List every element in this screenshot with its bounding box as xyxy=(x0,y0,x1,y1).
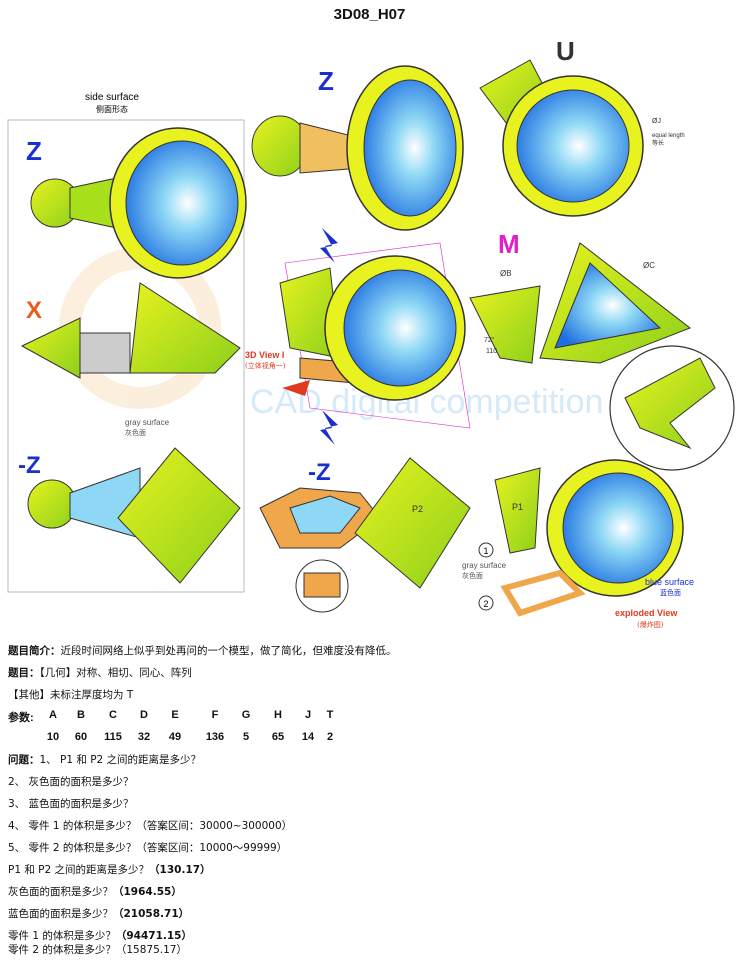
param-value-a: 10 xyxy=(46,731,60,743)
gray-surface-cn-left: 灰色面 xyxy=(125,428,146,437)
view-3d: 3D View I (立体视角一) xyxy=(245,228,471,445)
question-5: 5、 零件 2 的体积是多少？（答案区间：10000～99999） xyxy=(8,842,288,854)
view-z-left: Z xyxy=(26,127,247,279)
intro-line: 题目简介：近段时间网络上似乎到处再问的一个模型，做了简化，但难度没有降低。 xyxy=(8,640,733,662)
answer-4-question: 零件 1 的体积是多少？ xyxy=(8,930,116,942)
answer-1-value: （130.17） xyxy=(149,864,211,876)
view-u: U ØJ equal length 等长 xyxy=(479,36,685,217)
question-3: 3、 蓝色面的面积是多少？ xyxy=(8,798,134,810)
answer-3-question: 蓝色面的面积是多少？ xyxy=(8,908,113,920)
answer-1: P1 和 P2 之间的距离是多少？（130.17） xyxy=(8,859,733,881)
question-4: 4、 零件 1 的体积是多少？（答案区间：30000~300000） xyxy=(8,820,293,832)
dim-110: 110 xyxy=(486,348,497,355)
answer-2-question: 灰色面的面积是多少？ xyxy=(8,886,113,898)
param-name-g: G xyxy=(241,709,251,721)
view-z-mid: Z xyxy=(251,65,464,231)
answer-4: 零件 1 的体积是多少？（94471.15） xyxy=(8,925,733,947)
view3d-cn: (立体视角一) xyxy=(245,361,286,370)
dim-b: ØB xyxy=(500,269,512,278)
answer-2-value: （1964.55） xyxy=(113,886,182,898)
part1-label: 1 xyxy=(483,546,488,556)
param-value-e: 49 xyxy=(168,731,182,743)
answer-3: 蓝色面的面积是多少？（21058.71） xyxy=(8,903,733,925)
view-label-x: X xyxy=(26,297,42,324)
view-minus-z-mid: -Z P2 xyxy=(259,457,471,613)
param-value-d: 32 xyxy=(137,731,151,743)
topic-text: 【几何】对称、相切、同心、阵列 xyxy=(39,667,192,679)
topic-line: 题目：【几何】对称、相切、同心、阵列 xyxy=(8,662,733,684)
param-name-j: J xyxy=(304,709,312,721)
question-1-text: 1、 P1 和 P2 之间的距离是多少？ xyxy=(39,754,202,766)
view-label-minus-z2: -Z xyxy=(308,459,331,486)
gray-surface-label: gray surface xyxy=(462,561,507,570)
param-name-e: E xyxy=(171,709,179,721)
model-figure: CAD digital competition side surface 侧面形… xyxy=(7,36,735,629)
view-m: M ØB ØC 72° 110 A xyxy=(469,229,735,471)
answer-5: 零件 2 的体积是多少？（15875.17） xyxy=(8,939,733,961)
param-name-t: T xyxy=(326,709,334,721)
view-label-minus-z: -Z xyxy=(18,452,41,479)
view-label-u: U xyxy=(556,36,575,66)
exploded-label: exploded View xyxy=(615,608,678,618)
exploded-cn: (爆炸图) xyxy=(637,620,664,629)
param-name-h: H xyxy=(274,709,282,721)
view-label-z: Z xyxy=(26,136,42,166)
part2-label: 2 xyxy=(483,599,488,609)
param-name-f: F xyxy=(211,709,219,721)
view-minus-z-left: -Z xyxy=(18,447,241,584)
answer-5-question: 零件 2 的体积是多少？ xyxy=(8,944,116,956)
param-value-b: 60 xyxy=(74,731,88,743)
param-name-b: B xyxy=(77,709,85,721)
blue-surface-cn: 蓝色面 xyxy=(660,588,681,597)
intro-text: 近段时间网络上似乎到处再问的一个模型，做了简化，但难度没有降低。 xyxy=(60,645,397,657)
param-value-j: 14 xyxy=(301,731,315,743)
p2-label: P2 xyxy=(412,504,423,514)
answer-3-value: （21058.71） xyxy=(113,908,190,920)
param-name-c: C xyxy=(109,709,117,721)
param-value-f: 136 xyxy=(205,731,225,743)
param-value-h: 65 xyxy=(271,731,285,743)
answer-1-question: P1 和 P2 之间的距离是多少？ xyxy=(8,864,150,876)
view-label-m: M xyxy=(498,229,520,259)
question-1: 问题：1、 P1 和 P2 之间的距离是多少？ xyxy=(8,749,733,771)
topic-label: 题目： xyxy=(8,667,40,679)
equal-length-cn: 等长 xyxy=(652,139,664,147)
other-line: 【其他】未标注厚度均为 T xyxy=(8,689,134,701)
equal-length-label: equal length xyxy=(652,133,685,139)
answer-4-value: （94471.15） xyxy=(115,930,192,942)
params-label: 参数: xyxy=(8,712,34,724)
side-surface-label: side surface xyxy=(85,92,139,103)
view3d-label: 3D View I xyxy=(245,350,284,360)
exploded-view: P1 1 2 gray surface 灰色面 blue surface 蓝色面… xyxy=(462,459,694,629)
param-value-t: 2 xyxy=(326,731,334,743)
view-label-z2: Z xyxy=(318,66,334,96)
page-title: 3D08_H07 xyxy=(333,6,406,23)
param-name-d: D xyxy=(140,709,148,721)
view-x: X gray surface 灰色面 xyxy=(20,282,241,437)
p1-label: P1 xyxy=(512,502,523,512)
answer-2: 灰色面的面积是多少？（1964.55） xyxy=(8,881,733,903)
questions-label: 问题： xyxy=(8,754,40,766)
intro-label: 题目简介： xyxy=(8,645,61,657)
question-2: 2、 灰色面的面积是多少？ xyxy=(8,776,134,788)
param-value-g: 5 xyxy=(242,731,250,743)
side-surface-frame xyxy=(7,119,245,593)
side-surface-cn: 侧面形态 xyxy=(96,104,128,114)
answer-5-value: （15875.17） xyxy=(115,944,187,956)
gray-surface-cn: 灰色面 xyxy=(462,571,483,580)
blue-surface-label: blue surface xyxy=(645,577,694,587)
gray-surface-label-left: gray surface xyxy=(125,418,170,427)
dim-j: ØJ xyxy=(652,118,661,125)
param-name-a: A xyxy=(49,709,57,721)
dim-c: ØC xyxy=(643,261,655,270)
param-value-c: 115 xyxy=(104,731,122,743)
dim-72: 72° xyxy=(484,336,495,344)
